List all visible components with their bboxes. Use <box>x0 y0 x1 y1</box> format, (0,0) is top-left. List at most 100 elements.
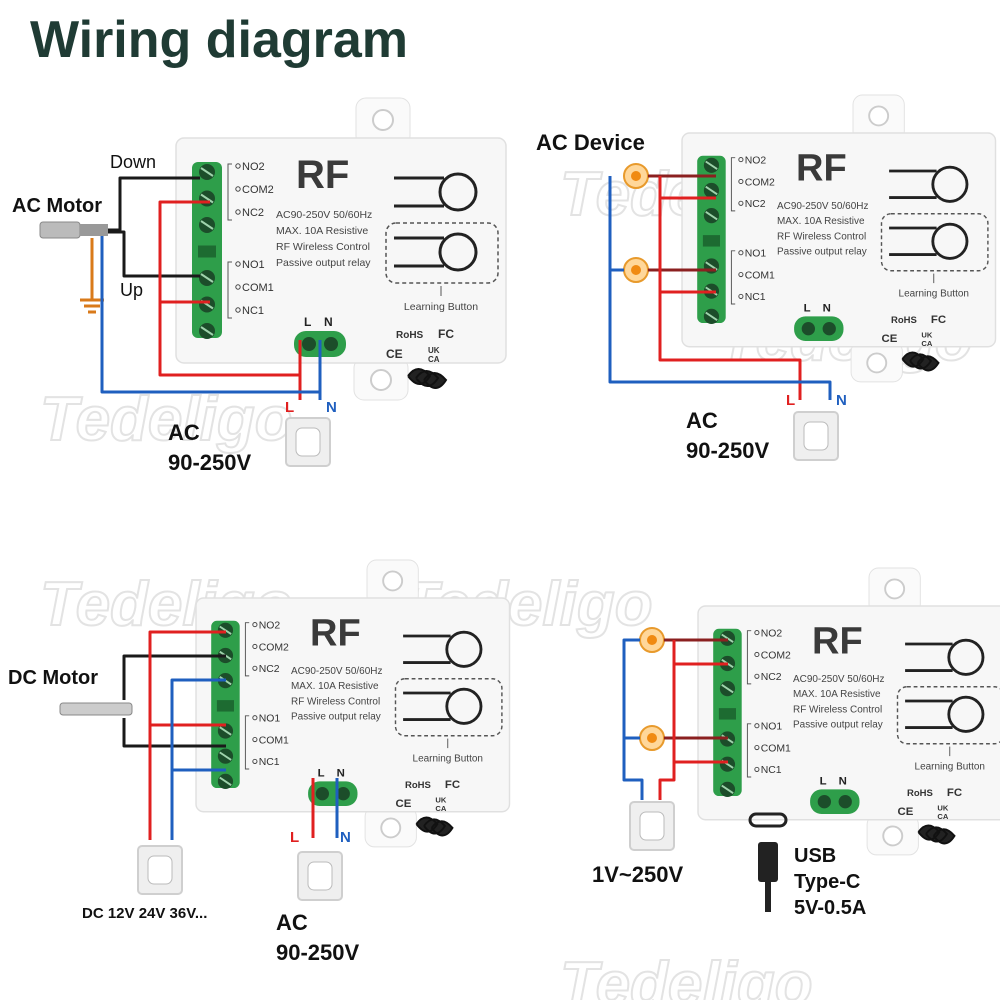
spec-line: RF Wireless Control <box>291 696 380 707</box>
usb-c-port-icon <box>748 812 788 828</box>
learning-button-label: Learning Button <box>915 761 985 772</box>
terminal-label: NO1 <box>259 714 281 725</box>
live-wire <box>148 630 226 840</box>
fc-mark: FC <box>438 327 454 341</box>
terminal-label: NO1 <box>745 249 767 260</box>
learning-button-icon <box>438 232 478 272</box>
brand-logo: RF <box>796 148 847 190</box>
ukca-mark: CA <box>435 804 446 813</box>
terminal-divider <box>702 235 720 247</box>
screw-slot <box>721 633 734 643</box>
bulb-core <box>631 265 641 275</box>
power-plug <box>137 845 183 895</box>
screw-hole <box>372 109 394 131</box>
bulb-icon <box>623 257 649 283</box>
spec-line: RF Wireless Control <box>793 704 882 715</box>
learning-button-frame <box>385 222 499 284</box>
button-symbol <box>438 172 478 212</box>
brand-logo: RF <box>296 153 349 197</box>
terminal-label: NC2 <box>242 207 264 219</box>
terminal-label: NC2 <box>259 664 280 675</box>
rohs-mark: RoHS <box>405 780 431 791</box>
spec-line: AC90-250V 50/60Hz <box>793 674 884 685</box>
terminal-dot <box>754 651 760 658</box>
down-wire <box>108 176 200 232</box>
screw-hole <box>884 578 906 600</box>
power-terminal <box>794 316 844 342</box>
terminal-label: COM1 <box>259 735 289 746</box>
ukca-mark: CA <box>937 812 948 821</box>
button-symbol <box>905 642 953 673</box>
terminal-dot <box>235 284 241 290</box>
learning-button-icon <box>905 699 953 730</box>
learning-button-icon <box>394 236 444 268</box>
button-symbol <box>403 634 451 665</box>
terminal-label: COM1 <box>745 270 775 281</box>
terminal-dot <box>235 163 241 169</box>
screw-slot <box>721 784 734 794</box>
ukca-mark: UK <box>435 795 446 804</box>
relay-bracket <box>227 261 232 319</box>
bulb-icon <box>639 725 665 751</box>
power-screw <box>324 337 338 351</box>
screw-slot <box>219 751 232 761</box>
power-label-n: N <box>324 315 333 329</box>
neutral-wire <box>608 176 832 400</box>
power-plug <box>629 801 675 851</box>
plug-face <box>147 855 173 885</box>
relay-bracket <box>730 157 736 212</box>
ce-mark: CE <box>882 333 898 345</box>
screw-hole <box>866 352 888 374</box>
learning-button-label: Learning Button <box>404 301 478 313</box>
bulb-icon <box>623 163 649 189</box>
power-label-l: L <box>318 768 325 780</box>
terminal-dot <box>738 250 744 256</box>
relay-bracket <box>244 622 250 677</box>
power-screw <box>817 795 831 809</box>
terminal-label: COM2 <box>745 177 775 188</box>
plug-face <box>295 427 321 457</box>
rohs-mark: RoHS <box>396 330 424 341</box>
terminal-dot <box>738 157 744 163</box>
terminal-label: NO2 <box>745 155 767 166</box>
spec-line: MAX. 10A Resistive <box>793 689 881 700</box>
power-label-l: L <box>304 315 311 329</box>
learning-button-icon <box>947 695 985 733</box>
screw-hole <box>382 570 404 592</box>
rohs-mark: RoHS <box>907 788 933 799</box>
power-plug <box>793 411 839 461</box>
learning-button-frame <box>394 678 503 737</box>
terminal-dot <box>754 630 760 636</box>
ce-mark: CE <box>898 806 914 818</box>
terminal-dot <box>252 665 258 671</box>
terminal-dot <box>738 178 744 185</box>
learning-button-icon <box>931 222 969 260</box>
relay-bracket <box>227 163 232 221</box>
antenna-coil <box>415 816 454 837</box>
supply-label: AC <box>276 910 308 935</box>
spec-line: RF Wireless Control <box>777 231 866 242</box>
terminal-dot <box>235 209 241 215</box>
module-body <box>681 132 997 348</box>
screw-slot <box>219 726 232 736</box>
terminal-label: NO2 <box>761 628 783 639</box>
terminal-label: NO1 <box>242 259 265 271</box>
power-terminal <box>308 781 358 807</box>
relay-bracket <box>730 250 736 305</box>
up-label: Up <box>120 280 143 300</box>
terminal-dot <box>252 736 258 743</box>
power-screw <box>336 787 350 801</box>
button-symbol <box>394 176 444 208</box>
terminal-divider <box>216 700 234 712</box>
power-label-n: N <box>823 303 831 315</box>
terminal-label: NC1 <box>242 305 264 317</box>
terminal-label: NC1 <box>745 292 766 303</box>
spec-line: MAX. 10A Resistive <box>291 681 379 692</box>
terminal-label: NC1 <box>761 765 782 776</box>
spec-line: Passive output relay <box>276 257 371 269</box>
dc-motor-icon <box>59 702 133 716</box>
terminal-dot <box>738 271 744 278</box>
ukca-mark: UK <box>921 330 932 339</box>
